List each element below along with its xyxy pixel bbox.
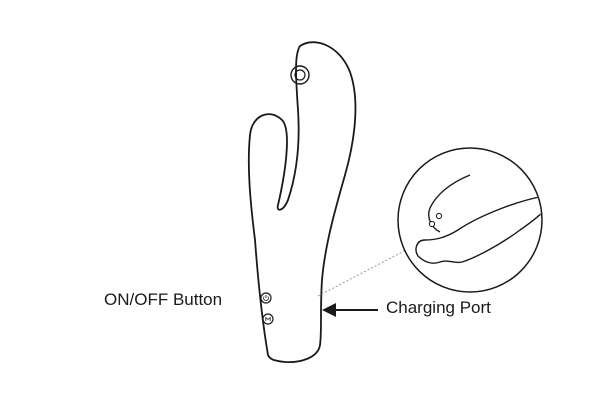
charging-port-label: Charging Port (386, 298, 491, 317)
mode-icon[interactable] (262, 313, 274, 325)
tip-nozzle (290, 65, 310, 85)
on-off-button-label: ON/OFF Button (104, 290, 223, 309)
power-icon[interactable] (260, 292, 272, 304)
charging-port-pins (428, 212, 443, 228)
callout-line (317, 247, 411, 297)
arrow-left-icon (322, 303, 378, 317)
device-body-outline (247, 41, 357, 363)
magnified-handle-end (415, 195, 541, 264)
magnified-detail (397, 147, 543, 293)
